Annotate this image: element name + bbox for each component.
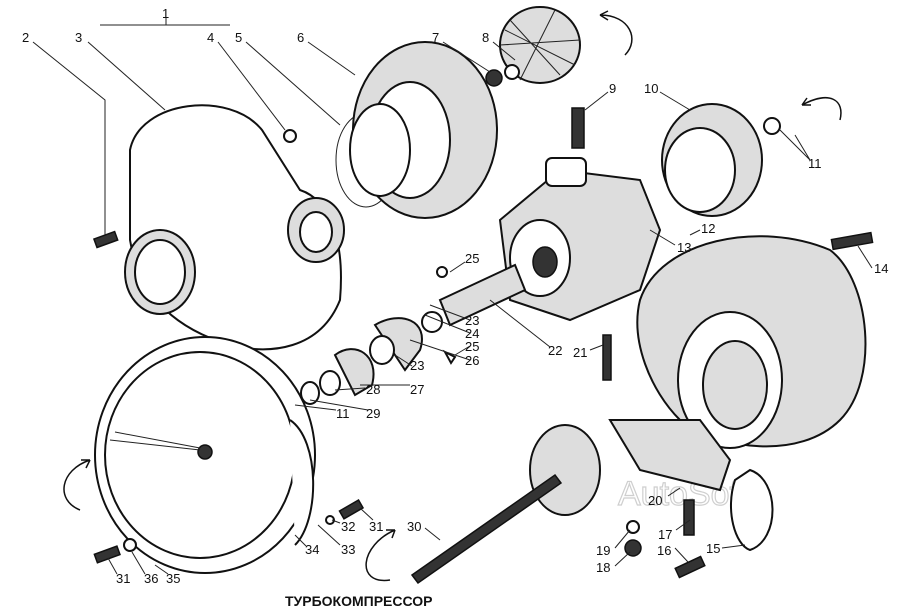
callout-label: 32 <box>341 519 355 534</box>
callout-label: 14 <box>874 261 888 276</box>
callout-label: 4 <box>207 30 214 45</box>
callout-label: 23 <box>465 313 479 328</box>
callout-label: 30 <box>407 519 421 534</box>
callout-labels: 1 2 3 4 5 6 7 8 9 10 11 12 13 14 25 22 2… <box>22 6 888 586</box>
callout-label: 12 <box>701 221 715 236</box>
rotation-arrow <box>801 97 842 121</box>
callout-label: 11 <box>336 406 350 421</box>
turbine-wheel-shaft-30 <box>410 419 732 585</box>
callout-label: 11 <box>808 156 822 171</box>
callout-label: 13 <box>677 240 691 255</box>
callout-label: 21 <box>573 345 587 360</box>
leader-lines <box>32 18 873 575</box>
bolt-21 <box>602 334 612 381</box>
compressor-housing <box>124 104 345 351</box>
clip-25 <box>442 349 457 365</box>
pulley-cover-35 <box>94 336 316 574</box>
stud-14 <box>830 231 874 251</box>
callout-label: 16 <box>657 543 671 558</box>
washer-32 <box>325 515 335 525</box>
callout-label: 10 <box>644 81 658 96</box>
callout-label: 22 <box>548 343 562 358</box>
stud-17 <box>683 499 695 536</box>
callout-label: 8 <box>482 30 489 45</box>
rotation-arrow <box>599 10 633 56</box>
circlip-25 <box>436 266 448 278</box>
callout-label: 15 <box>706 541 720 556</box>
callout-label: 19 <box>596 543 610 558</box>
heat-shield-ring-10 <box>661 103 763 217</box>
callout-label: 3 <box>75 30 82 45</box>
callout-label: 35 <box>166 571 180 586</box>
callout-label: 25 <box>465 251 479 266</box>
callout-label: 24 <box>465 326 479 341</box>
callout-label: 28 <box>366 382 380 397</box>
ring-29 <box>300 381 320 405</box>
back-plate-6 <box>349 41 498 219</box>
compressor-wheel-8 <box>499 6 581 84</box>
callout-label: 18 <box>596 560 610 575</box>
diagram-title: ТУРБОКОМПРЕССОР <box>285 593 433 609</box>
bolt-31b <box>93 545 121 564</box>
washer-36 <box>123 538 137 552</box>
bolt-16 <box>674 555 706 579</box>
callout-label: 31 <box>369 519 383 534</box>
callout-label: 25 <box>465 339 479 354</box>
callout-label: 29 <box>366 406 380 421</box>
callout-label: 1 <box>162 6 169 21</box>
turbine-housing-12 <box>636 235 867 449</box>
callout-label: 2 <box>22 30 29 45</box>
callout-label: 7 <box>432 30 439 45</box>
callout-label: 33 <box>341 542 355 557</box>
flange-15 <box>729 468 774 552</box>
nut-7 <box>485 69 503 87</box>
thrust-plate-26 <box>373 317 423 372</box>
bearing-housing-13 <box>498 157 662 322</box>
ring-11 <box>763 117 781 135</box>
bearing-22 <box>438 263 527 327</box>
gasket-34 <box>289 419 315 546</box>
rotation-arrow <box>63 459 91 511</box>
callout-label: 27 <box>410 382 424 397</box>
callout-label: 6 <box>297 30 304 45</box>
washer-23b <box>369 335 395 365</box>
callout-label: 36 <box>144 571 158 586</box>
callout-label: 31 <box>116 571 130 586</box>
callout-label: 9 <box>609 81 616 96</box>
callout-label: 5 <box>235 30 242 45</box>
callout-label: 34 <box>305 542 319 557</box>
callout-label: 20 <box>648 493 662 508</box>
bolt-31 <box>338 499 365 520</box>
callout-label: 26 <box>465 353 479 368</box>
rotation-arrow <box>365 529 396 582</box>
washer-28 <box>319 370 341 396</box>
callout-label: 23 <box>410 358 424 373</box>
nut-18 <box>624 539 642 557</box>
bolt-2 <box>92 230 119 249</box>
callout-label: 17 <box>658 527 672 542</box>
stud-9 <box>571 107 585 149</box>
